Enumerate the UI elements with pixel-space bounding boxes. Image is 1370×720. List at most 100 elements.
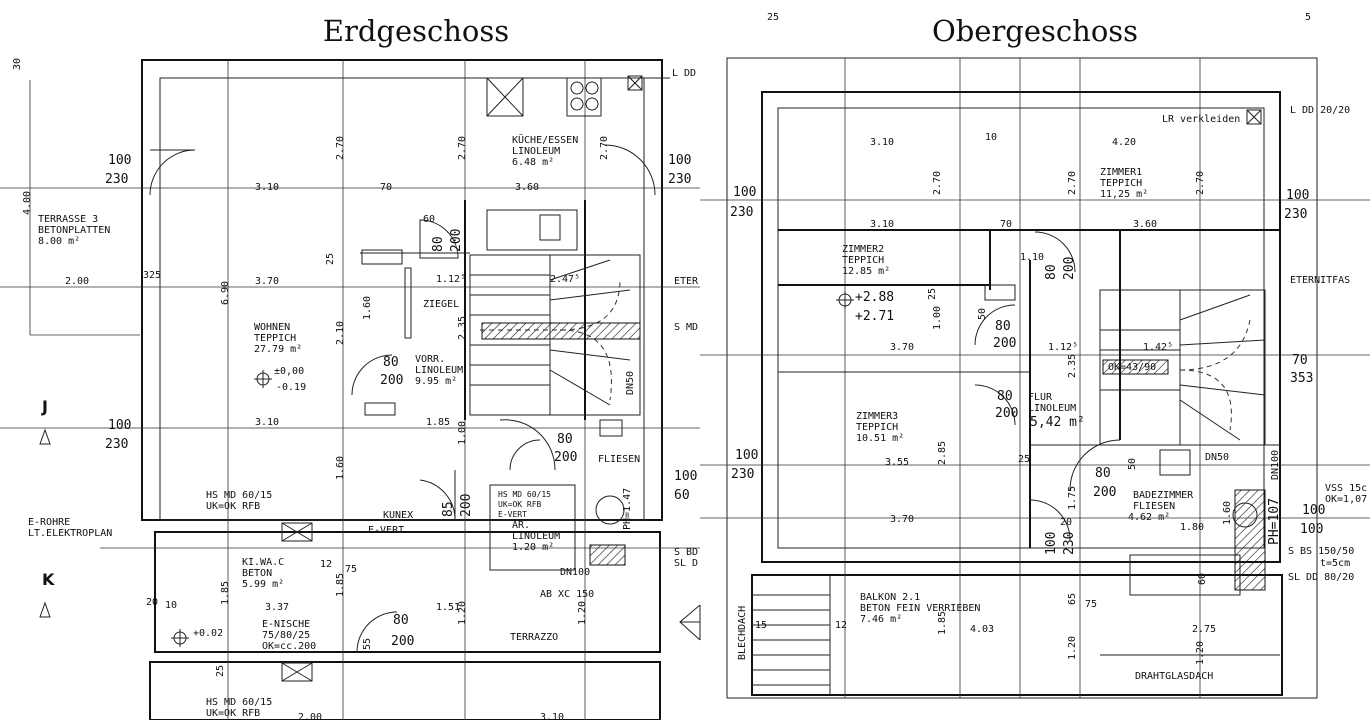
eg-eter: ETER — [674, 276, 699, 287]
svg-text:25: 25 — [215, 665, 226, 677]
top-mark-25: 25 — [767, 12, 779, 23]
eg-ar-name: AR. — [512, 520, 530, 531]
eg-hs-small-1: HS MD 60/15 — [498, 490, 551, 499]
og-s-bs-1: S BS 150/50 — [1288, 546, 1354, 557]
svg-text:1.60: 1.60 — [362, 296, 373, 320]
og-l-dd: L DD 20/20 — [1290, 105, 1350, 116]
title-obergeschoss: Obergeschoss — [932, 14, 1138, 48]
svg-text:80: 80 — [1095, 466, 1111, 481]
svg-text:2.47⁵: 2.47⁵ — [550, 274, 580, 285]
og-balkon-name: BALKON 2.1 — [860, 592, 920, 603]
svg-text:100: 100 — [1044, 532, 1059, 555]
svg-text:200: 200 — [995, 406, 1018, 421]
svg-text:1.12⁵: 1.12⁵ — [436, 274, 466, 285]
og-zimmer3-area: 10.51 m² — [856, 433, 904, 444]
eg-erohre-2: LT.ELEKTROPLAN — [28, 528, 112, 539]
svg-text:15: 15 — [755, 620, 767, 631]
svg-text:2.00: 2.00 — [298, 712, 322, 720]
og-outer-wall — [761, 91, 1281, 563]
svg-text:3.10: 3.10 — [540, 712, 564, 720]
eg-dn50: DN50 — [625, 371, 636, 395]
og-bad-floor: FLIESEN — [1133, 501, 1175, 512]
svg-text:325: 325 — [143, 270, 161, 281]
svg-text:2.85: 2.85 — [937, 441, 948, 465]
eg-l-dd: L DD — [672, 68, 696, 79]
svg-text:230: 230 — [1284, 207, 1307, 222]
eg-dn100: DN100 — [560, 567, 590, 578]
svg-text:1.85: 1.85 — [335, 573, 346, 597]
eg-ar-area: 1.20 m² — [512, 542, 554, 553]
svg-text:100: 100 — [674, 469, 697, 484]
og-flur-area: 5,42 m² — [1030, 415, 1085, 430]
eg-s-md: S MD — [674, 322, 698, 333]
eg-vorr-area: 9.95 m² — [415, 376, 457, 387]
eg-kiwa-area: 5.99 m² — [242, 579, 284, 590]
section-k: K — [42, 570, 55, 589]
eg-kiwa-floor: BETON — [242, 568, 272, 579]
svg-text:80: 80 — [557, 432, 573, 447]
og-lr: LR verkleiden — [1162, 114, 1240, 125]
title-erdgeschoss: Erdgeschoss — [323, 14, 509, 48]
svg-text:20: 20 — [146, 597, 158, 608]
svg-text:55: 55 — [362, 638, 373, 650]
eg-kiwa-name: KI.WA.C — [242, 557, 284, 568]
og-zimmer1-area: 11,25 m² — [1100, 189, 1148, 200]
svg-text:60: 60 — [674, 488, 690, 503]
svg-text:4.03: 4.03 — [970, 624, 994, 635]
svg-text:100: 100 — [1286, 188, 1309, 203]
og-vss-1: VSS 15c — [1325, 483, 1367, 494]
svg-text:230: 230 — [1062, 532, 1077, 555]
svg-text:100: 100 — [733, 185, 756, 200]
og-labels: ZIMMER1 TEPPICH 11,25 m² ZIMMER2 TEPPICH… — [730, 105, 1367, 682]
svg-text:12: 12 — [835, 620, 847, 631]
svg-text:10: 10 — [985, 132, 997, 143]
svg-text:70: 70 — [380, 182, 392, 193]
svg-text:200: 200 — [1093, 485, 1116, 500]
svg-text:200: 200 — [449, 229, 464, 252]
svg-text:20: 20 — [1060, 517, 1072, 528]
svg-text:50: 50 — [977, 308, 988, 320]
svg-text:2.70: 2.70 — [1067, 171, 1078, 195]
og-stairs — [1099, 289, 1266, 446]
svg-text:100: 100 — [1302, 503, 1325, 518]
eg-vorr-floor: LINOLEUM — [415, 365, 463, 376]
eg-level-bottom: -0.19 — [276, 382, 306, 393]
og-ph: PH=107 — [1267, 498, 1282, 545]
svg-text:3.10: 3.10 — [255, 417, 279, 428]
svg-text:80: 80 — [383, 355, 399, 370]
eg-vorr-name: VORR. — [415, 354, 445, 365]
eg-evert: E-VERT — [368, 525, 404, 536]
og-bad-area: 4.62 m² — [1128, 512, 1170, 523]
svg-text:200: 200 — [554, 450, 577, 465]
svg-text:230: 230 — [730, 205, 753, 220]
og-zimmer2-name: ZIMMER2 — [842, 244, 884, 255]
svg-text:10: 10 — [165, 600, 177, 611]
svg-text:2.70: 2.70 — [932, 171, 943, 195]
svg-text:200: 200 — [380, 373, 403, 388]
og-flur-name: FLUR — [1028, 392, 1053, 403]
svg-text:85: 85 — [441, 501, 456, 517]
svg-text:2.35: 2.35 — [457, 316, 468, 340]
eg-kueche-floor: LINOLEUM — [512, 146, 560, 157]
svg-text:65: 65 — [1067, 593, 1078, 605]
svg-text:80: 80 — [393, 613, 409, 628]
eg-level2: +0.02 — [193, 628, 223, 639]
eg-ph: PH=1.47 — [622, 488, 633, 530]
svg-text:3.55: 3.55 — [885, 457, 909, 468]
eg-inner-wall — [159, 77, 645, 521]
svg-text:25: 25 — [927, 288, 938, 300]
eg-kunex: KUNEX — [383, 510, 413, 521]
eg-enische-size: 75/80/25 — [262, 630, 310, 641]
og-ok: OK=43/90 — [1108, 362, 1156, 373]
eg-hs-small-2: UK=OK RFB — [498, 500, 542, 509]
svg-text:3.60: 3.60 — [1133, 219, 1157, 230]
svg-text:1.00: 1.00 — [932, 306, 943, 330]
og-inner-wall — [777, 107, 1265, 549]
svg-text:200: 200 — [993, 336, 1016, 351]
svg-text:100: 100 — [1300, 522, 1323, 537]
svg-text:75: 75 — [1085, 599, 1097, 610]
svg-text:2.70: 2.70 — [599, 136, 610, 160]
svg-text:100: 100 — [108, 153, 131, 168]
svg-text:230: 230 — [105, 437, 128, 452]
